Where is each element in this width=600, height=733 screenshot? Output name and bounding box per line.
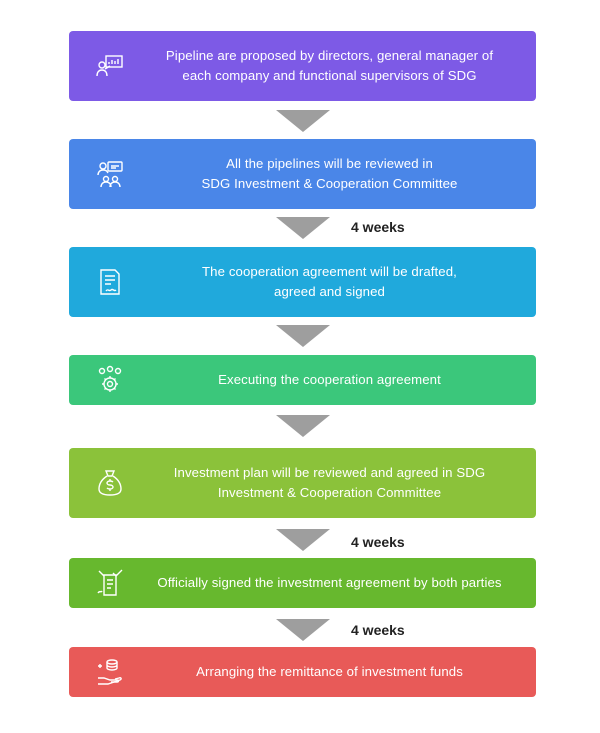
step-3-text: The cooperation agreement will be drafte…	[202, 264, 457, 299]
step-6-text: Officially signed the investment agreeme…	[157, 575, 502, 590]
contract-icon	[93, 265, 127, 299]
flow-step-1: Pipeline are proposed by directors, gene…	[69, 31, 536, 101]
presentation-icon	[93, 49, 127, 83]
money-bag-icon	[93, 466, 127, 500]
signed-document-icon	[93, 566, 127, 600]
step-7-text: Arranging the remittance of investment f…	[196, 664, 463, 679]
flow-step-4: Executing the cooperation agreement	[69, 355, 536, 405]
flow-arrow	[276, 619, 330, 641]
flow-arrow	[276, 217, 330, 239]
step-4-text: Executing the cooperation agreement	[218, 372, 441, 387]
flow-step-3: The cooperation agreement will be drafte…	[69, 247, 536, 317]
duration-label: 4 weeks	[351, 219, 405, 235]
flow-step-7: Arranging the remittance of investment f…	[69, 647, 536, 697]
flow-arrow	[276, 415, 330, 437]
step-2-text: All the pipelines will be reviewed in SD…	[201, 156, 458, 191]
flow-arrow	[276, 110, 330, 132]
duration-label: 4 weeks	[351, 622, 405, 638]
step-5-text: Investment plan will be reviewed and agr…	[173, 465, 486, 500]
flow-arrow	[276, 529, 330, 551]
flow-step-2: All the pipelines will be reviewed in SD…	[69, 139, 536, 209]
meeting-icon	[93, 157, 127, 191]
team-gear-icon	[93, 363, 127, 397]
duration-label: 4 weeks	[351, 534, 405, 550]
flow-step-6: Officially signed the investment agreeme…	[69, 558, 536, 608]
flow-step-5: Investment plan will be reviewed and agr…	[69, 448, 536, 518]
coins-hand-icon	[93, 655, 127, 689]
step-1-text: Pipeline are proposed by directors, gene…	[165, 48, 494, 83]
flow-arrow	[276, 325, 330, 347]
